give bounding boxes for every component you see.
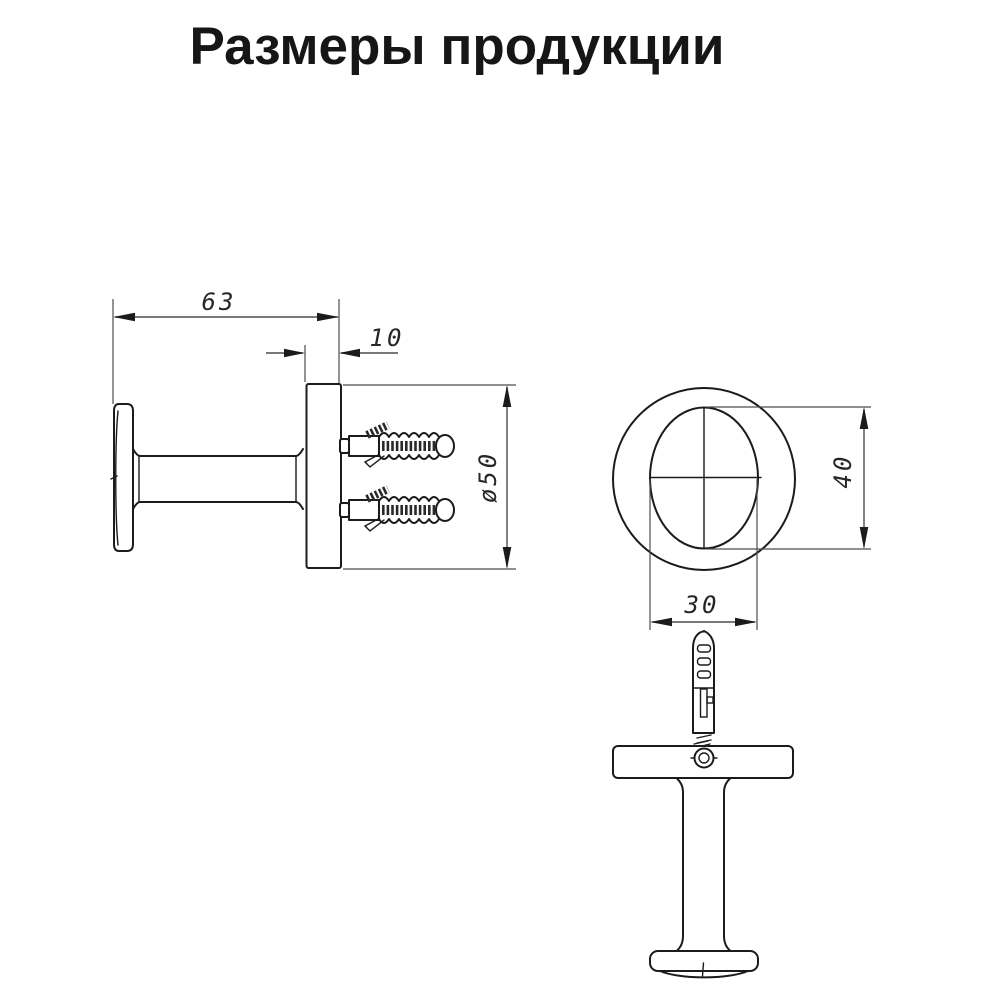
plate-circle	[612, 387, 796, 571]
dimension-63: 63	[112, 288, 340, 404]
dimension-10: 10	[266, 324, 405, 382]
dimension-d50: ø50	[343, 384, 516, 570]
dim-d50-label: ø50	[474, 451, 502, 503]
page-title: Размеры продукции	[190, 17, 725, 76]
dim-63-label: 63	[202, 288, 237, 316]
wall-plate-bar	[612, 740, 794, 779]
bottom-view	[612, 630, 794, 979]
dim-40-label: 40	[829, 454, 857, 489]
dim-30-label: 30	[684, 591, 720, 619]
dim-10-label: 10	[370, 324, 405, 352]
dimension-40: 40	[707, 406, 871, 550]
front-view: 40 30	[612, 387, 871, 630]
wall-anchor-bottom	[340, 489, 454, 531]
hook-pedestal	[649, 777, 759, 979]
wall-anchor-vertical	[692, 630, 715, 748]
dimension-30: 30	[649, 479, 758, 630]
side-view: 63 10	[110, 288, 516, 570]
hook-side-profile	[110, 383, 342, 569]
screw-head	[693, 747, 715, 769]
wall-anchor-top	[340, 425, 454, 467]
